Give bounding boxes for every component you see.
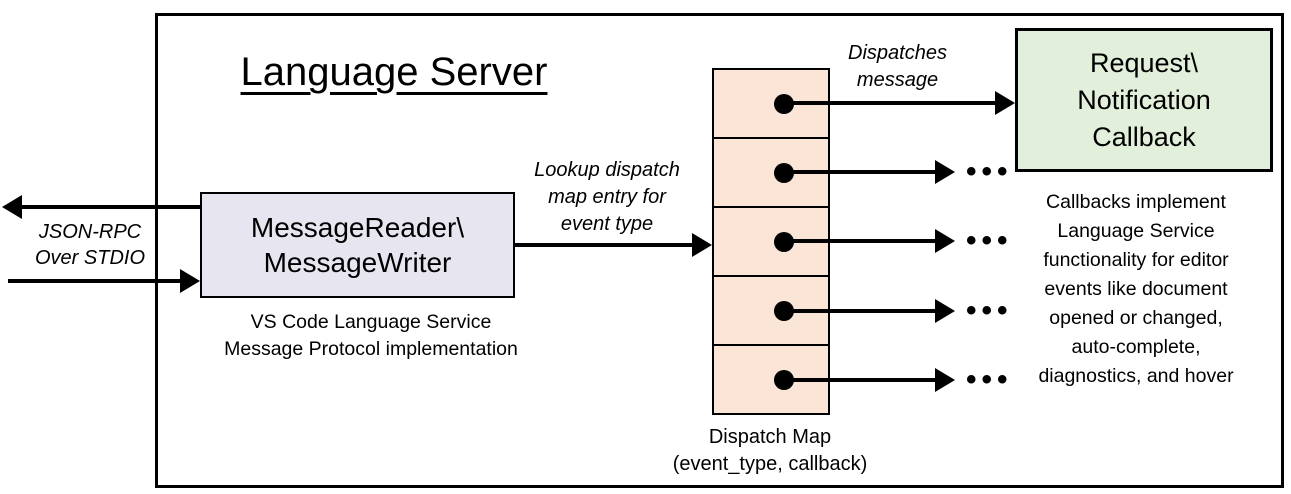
callback-box-line1: Request\ <box>1089 47 1199 78</box>
callback-box-line2: Notification <box>1077 84 1211 115</box>
ellipsis-row5: ••• <box>966 363 1013 396</box>
callback-note-line: events like document <box>1044 278 1228 300</box>
callback-note-line: diagnostics, and hover <box>1038 365 1234 387</box>
arrow-dispatch4-head-icon <box>935 299 955 323</box>
callback-box-line3: Callback <box>1092 121 1196 152</box>
dispatch-map-cell <box>714 137 828 206</box>
lookup-label: Lookup dispatch map entry for event type <box>512 157 702 238</box>
arrow-out-head-icon <box>2 195 22 219</box>
arrow-dispatch3-line <box>787 239 935 243</box>
dispatch-entry-dot-icon <box>774 231 794 252</box>
arrow-dispatch1-line <box>787 101 997 105</box>
dispatch-map-caption-line1: Dispatch Map <box>708 426 832 448</box>
callback-note-line: auto-complete, <box>1071 336 1201 358</box>
arrow-in-head-icon <box>180 269 200 293</box>
message-box-caption-line2: Message Protocol implementation <box>224 338 518 360</box>
callback-note-line: opened or changed, <box>1049 307 1223 329</box>
dispatch-map-caption: Dispatch Map (event_type, callback) <box>655 424 885 478</box>
dispatch-map-caption-line2: (event_type, callback) <box>672 453 868 475</box>
dispatch-entry-dot-icon <box>774 162 794 183</box>
callback-note-line: functionality for editor <box>1043 249 1229 271</box>
lookup-label-line2: map entry for <box>548 186 666 208</box>
dispatch-entry-dot-icon <box>774 300 794 321</box>
arrow-dispatch2-line <box>787 170 935 174</box>
jsonrpc-label-line1: JSON-RPC <box>38 221 142 243</box>
ellipsis-row3: ••• <box>966 224 1013 257</box>
dispatch-map-cell <box>714 206 828 275</box>
arrow-dispatch4-line <box>787 309 935 313</box>
diagram-title: Language Server <box>240 50 548 94</box>
arrow-lookup-line <box>515 243 692 247</box>
arrow-out-line <box>20 205 200 209</box>
dispatch-map-cell <box>714 70 828 137</box>
dispatches-label: Dispatches message <box>815 40 980 94</box>
arrow-in-line <box>8 279 180 283</box>
callback-note: Callbacks implement Language Service fun… <box>1002 188 1270 391</box>
dispatches-label-line2: message <box>856 69 939 91</box>
message-box-line1: MessageReader\ <box>250 212 465 243</box>
arrow-dispatch2-head-icon <box>935 160 955 184</box>
lookup-label-line3: event type <box>560 213 654 235</box>
message-box-caption: VS Code Language Service Message Protoco… <box>186 309 556 363</box>
arrow-dispatch5-head-icon <box>935 368 955 392</box>
ellipsis-row4: ••• <box>966 294 1013 327</box>
message-reader-writer-box: MessageReader\ MessageWriter <box>200 192 515 298</box>
jsonrpc-label-line2: Over STDIO <box>34 247 145 269</box>
dispatch-entry-dot-icon <box>774 369 794 390</box>
dispatch-map-cell <box>714 275 828 344</box>
callback-note-line: Callbacks implement <box>1046 191 1226 213</box>
arrow-lookup-head-icon <box>692 233 712 257</box>
jsonrpc-label: JSON-RPC Over STDIO <box>10 219 170 271</box>
message-box-caption-line1: VS Code Language Service <box>250 311 492 333</box>
lookup-label-line1: Lookup dispatch <box>534 159 680 181</box>
language-server-outer-box <box>155 13 1284 488</box>
dispatch-entry-dot-icon <box>774 93 794 114</box>
message-box-line2: MessageWriter <box>263 247 452 278</box>
arrow-dispatch1-head-icon <box>995 91 1015 115</box>
callback-note-line: Language Service <box>1057 220 1215 242</box>
dispatches-label-line1: Dispatches <box>848 42 947 64</box>
dispatch-map-cell <box>714 344 828 413</box>
callback-box: Request\ Notification Callback <box>1015 28 1273 172</box>
arrow-dispatch3-head-icon <box>935 229 955 253</box>
ellipsis-row2: ••• <box>966 155 1013 188</box>
arrow-dispatch5-line <box>787 378 935 382</box>
